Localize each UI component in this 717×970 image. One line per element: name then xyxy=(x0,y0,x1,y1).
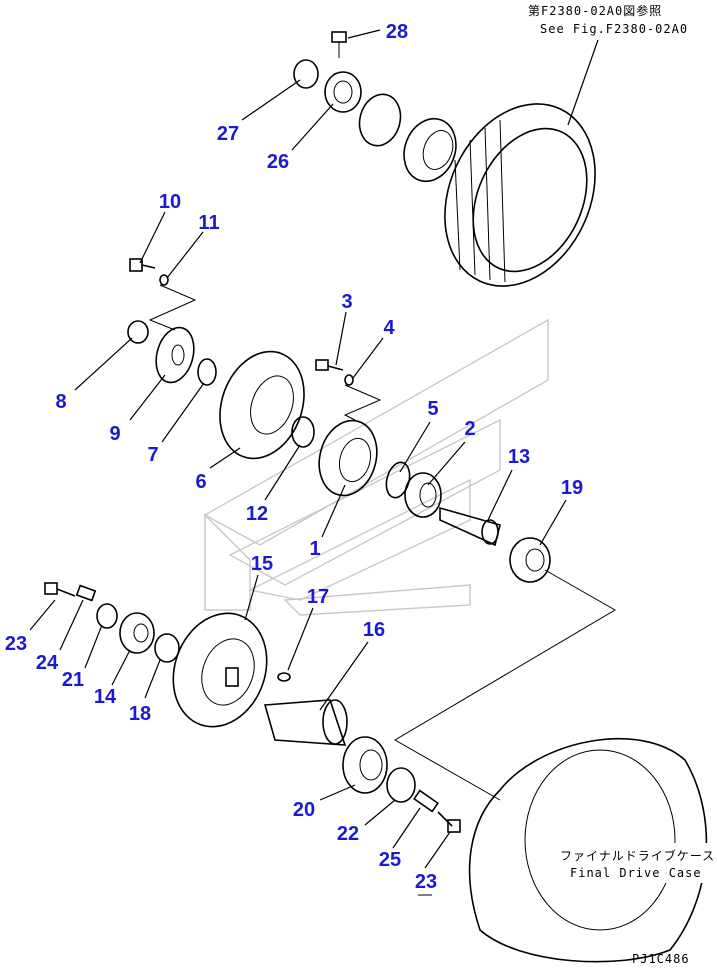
part-15-gear xyxy=(172,612,268,728)
part-27-ring xyxy=(293,59,319,89)
callout-18: 18 xyxy=(129,703,151,725)
callout-14: 14 xyxy=(94,686,117,708)
part-10-bolt xyxy=(129,258,156,272)
callout-4: 4 xyxy=(383,317,395,339)
part-8-nut xyxy=(127,320,149,344)
part-14-bearing xyxy=(119,612,155,654)
callout-10: 10 xyxy=(159,191,181,213)
part-21-plate xyxy=(96,603,118,629)
part-7-seal xyxy=(197,358,217,386)
callout-11: 11 xyxy=(198,212,219,234)
leader-lines xyxy=(29,29,599,896)
part-17-key xyxy=(277,672,291,682)
note-case-jp: ファイナルドライブケース xyxy=(560,848,715,863)
callout-3: 3 xyxy=(341,291,352,313)
snap-ring-top xyxy=(358,93,402,147)
part-20-bearing xyxy=(342,736,388,794)
part-23-bolt-left xyxy=(44,582,76,597)
callout-27: 27 xyxy=(217,123,239,145)
part-3-bolt xyxy=(315,359,344,371)
part-18-spacer xyxy=(154,633,180,663)
callout-26: 26 xyxy=(267,151,289,173)
callout-15: 15 xyxy=(251,553,273,575)
part-16-shaft xyxy=(263,699,348,746)
callout-20: 20 xyxy=(293,799,315,821)
callout-1: 1 xyxy=(309,538,320,560)
callout-7: 7 xyxy=(147,444,158,466)
callout-labels: 28 27 26 10 11 3 4 8 9 7 6 5 2 13 12 19 … xyxy=(5,21,583,893)
callout-5: 12 xyxy=(246,503,268,525)
callout-16: 16 xyxy=(363,619,385,641)
part-1-cage xyxy=(318,419,378,497)
ring-gear xyxy=(444,103,596,287)
callout-21: 21 xyxy=(62,669,84,691)
callout-25: 25 xyxy=(379,849,401,871)
part-24-lock xyxy=(75,584,97,602)
callout-12: 13 xyxy=(508,446,530,468)
callout-22: 22 xyxy=(337,823,359,845)
part-25-lock xyxy=(413,789,439,813)
part-5-seal xyxy=(291,416,315,448)
callout-13: 2 xyxy=(464,418,475,440)
part-6-cage xyxy=(219,350,305,460)
part-4-washer xyxy=(344,374,354,386)
callout-23-left: 23 xyxy=(5,633,27,655)
part-22-plate xyxy=(386,767,416,803)
final-drive-case xyxy=(468,737,708,963)
callout-8: 8 xyxy=(55,391,66,413)
note-top-en: See Fig.F2380-02A0 xyxy=(540,22,688,36)
watermark-logo xyxy=(203,318,549,616)
callout-23-right: 23 xyxy=(415,871,437,893)
part-13-bearing xyxy=(404,472,442,518)
part-19-bearing xyxy=(509,537,551,583)
part-26-nut xyxy=(324,71,362,113)
part-12-pinion xyxy=(439,506,501,547)
part-28-bolt xyxy=(331,31,347,58)
note-case-en: Final Drive Case xyxy=(570,866,702,880)
callout-24: 24 xyxy=(36,652,59,674)
callout-19: 19 xyxy=(561,477,583,499)
part-9-plate xyxy=(155,326,195,384)
callout-9: 9 xyxy=(109,423,120,445)
bearing-top xyxy=(403,117,457,183)
callout-17: 17 xyxy=(307,586,329,608)
callout-6: 6 xyxy=(195,471,206,493)
callout-28: 28 xyxy=(386,21,408,43)
figure-code: PJ1C486 xyxy=(632,952,690,966)
callout-2: 5 xyxy=(427,398,438,420)
part-11-washer xyxy=(159,274,169,286)
note-top-jp: 第F2380-02A0図参照 xyxy=(528,3,662,18)
part-23-bolt-right xyxy=(437,811,461,833)
